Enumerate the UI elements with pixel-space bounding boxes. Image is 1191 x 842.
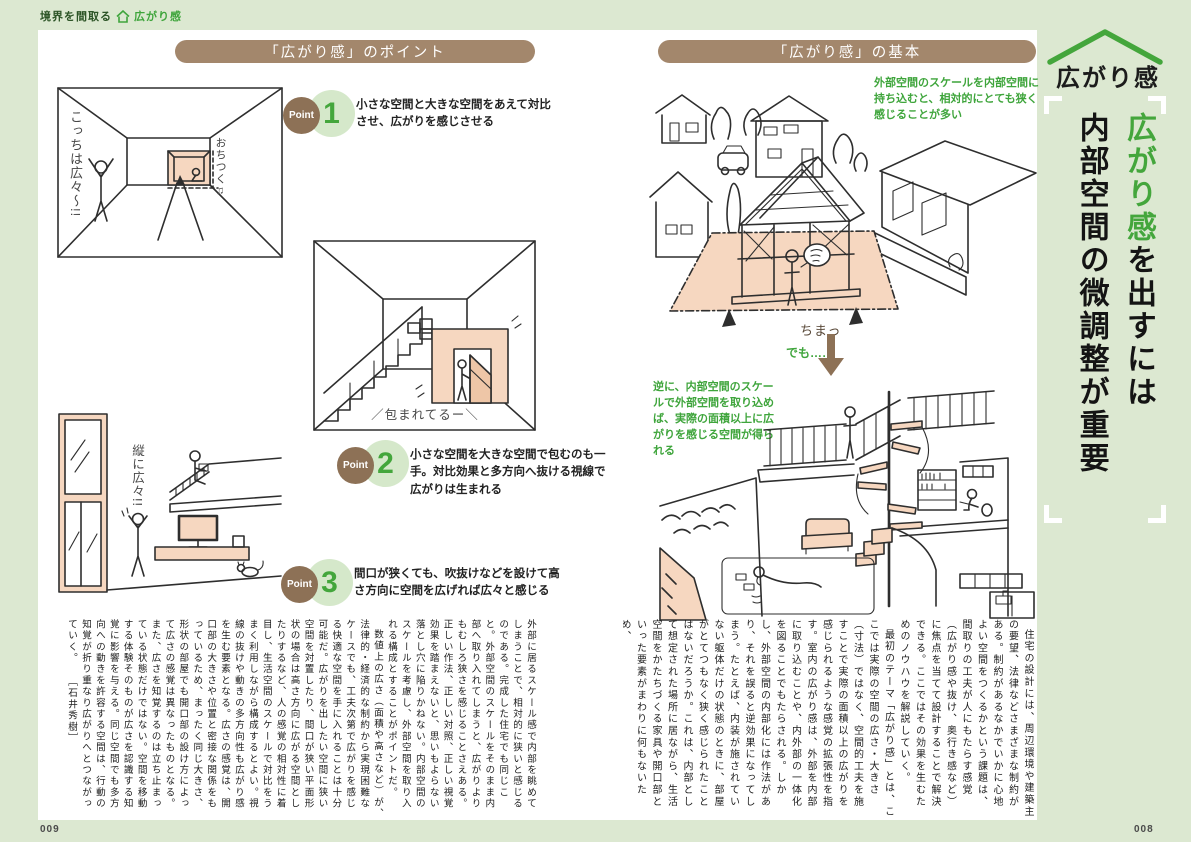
lying-person <box>735 566 822 604</box>
car <box>717 145 749 176</box>
enclosure-box <box>415 315 522 404</box>
illustration-neighborhood <box>649 94 1037 327</box>
sitting-person <box>191 167 203 182</box>
running-header-section: 境界を間取る <box>40 11 112 23</box>
bookshelf <box>917 469 957 511</box>
speech-bubble <box>800 243 831 268</box>
house-icon <box>116 9 130 23</box>
left-page-body-text: 外部に居るスケール感で内部を眺めてしまうことで、相対的に狭いと感じるのである。完… <box>45 619 537 819</box>
page-number-left: 009 <box>40 824 60 835</box>
hand-label-wide-side: こっちは広々〜!! <box>68 110 83 218</box>
right-page-body-text: 住宅の設計には、周辺環境や建築主の要望、法律などさまざまな制約がある。制約がある… <box>623 619 1035 819</box>
point-3-badge: 3 Point <box>281 559 355 609</box>
right-page-banner: 「広がり感」の基本 <box>658 40 1036 63</box>
background-house-leftmid <box>649 171 713 258</box>
background-house-left <box>655 94 711 144</box>
point-3-text: 間口が狭くても、吹抜けなどを設けて高さ方向に空間を広げれば広々と感じる <box>354 568 560 598</box>
sofa <box>801 518 853 555</box>
stretching-person <box>121 507 148 577</box>
upper-floor <box>899 457 1009 617</box>
background-house-right <box>874 140 1037 296</box>
loft <box>169 457 282 513</box>
alcove <box>167 150 219 189</box>
running-header: 境界を間取る 広がり感 <box>40 8 182 24</box>
illustration-vertical-room <box>58 413 282 593</box>
loft-person <box>189 450 209 485</box>
spiral-staircase <box>855 390 930 608</box>
corner-mark-top-right <box>1148 96 1166 114</box>
ground-plane <box>669 230 899 312</box>
garden-foliage <box>659 477 763 621</box>
page-number-right: 008 <box>1134 824 1154 835</box>
illustration-enclosed-room <box>313 240 536 431</box>
balcony <box>757 423 855 483</box>
roof-icon <box>1047 29 1163 65</box>
background-house-center <box>750 95 829 178</box>
balcony-person <box>843 406 857 459</box>
caption-exterior-scale: 外部空間のスケールを内部空間に持ち込むと、相対的にとても狭く感じることが多い <box>874 77 1039 121</box>
reading-person <box>959 488 993 517</box>
headline-line-2: 内部空間の微調整が重要 <box>1074 112 1108 475</box>
arrows-to-alcove <box>157 175 204 241</box>
tall-window <box>58 413 108 593</box>
headline-suffix: を出すには <box>1122 244 1155 409</box>
point-1-badge: 1 Point <box>283 90 357 140</box>
sidebar-headline: 広がり感を出すには 内部空間の微調整が重要 <box>1056 112 1162 512</box>
point-1-label-circle: Point <box>283 97 320 134</box>
point-2-text: 小さな空間を大きな空間で包むのも一手。対比効果と多方向へ抜ける視線で広がりは生ま… <box>410 449 606 496</box>
headline-line-1: 広がり感を出すには <box>1115 112 1162 512</box>
illustration-interior <box>659 390 1035 621</box>
person-in-frame <box>784 249 800 306</box>
sidebar-tab-title: 広がり感 <box>1056 65 1160 92</box>
corner-mark-top-left <box>1044 96 1062 114</box>
tv-cabinet <box>154 514 250 561</box>
pressure-arrows <box>722 307 863 327</box>
headline-accent: 広がり感 <box>1122 112 1155 244</box>
rug <box>721 557 875 615</box>
running-header-topic: 広がり感 <box>134 11 182 23</box>
body-paragraph: 外部に居るスケール感で内部を眺めてしまうことで、相対的に狭いと感じるのである。完… <box>385 619 536 810</box>
down-arrow-icon <box>818 334 844 376</box>
left-page-banner: 「広がり感」のポイント <box>175 40 535 63</box>
hand-label-cozy: おちつく♫ <box>214 137 226 198</box>
corner-mark-bottom-left <box>1044 505 1062 523</box>
person-in-enclosure <box>457 359 470 401</box>
standing-person-arms-up <box>88 158 114 222</box>
window-small <box>962 465 994 478</box>
kitchen <box>959 573 1035 619</box>
trees <box>710 106 868 236</box>
cat <box>236 560 264 578</box>
point-3-label-circle: Point <box>281 566 318 603</box>
caption-interior-scale: 逆に、内部空間のスケールで外部空間を取り込めば、実際の面積以上に広がりを感じる空… <box>653 381 774 457</box>
stair-lower <box>855 527 937 607</box>
hand-label-vertical: 縦に広々!! <box>130 444 144 507</box>
body-paragraph: 数値上の広さ（面積や高さなど）が、法律的・経済的な制約から実現困難なケースでも、… <box>66 619 384 819</box>
body-paragraph: 最初のテーマ「広がり感」とは、ここでは実際の空間の広さ・大きさ（寸法）ではなく、… <box>623 619 894 818</box>
point-2-badge: 2 Point <box>337 440 411 490</box>
upper-railing <box>907 390 995 431</box>
timber-frame-house <box>731 156 865 305</box>
point-1-text: 小さな空間と大きな空間をあえて対比させ、広がりを感じさせる <box>356 99 551 129</box>
demo-label: でも…… <box>786 346 835 360</box>
hand-label-enclosed: ／包まれてるー＼ <box>371 408 479 422</box>
illustration-contrast-room <box>57 87 283 258</box>
corner-mark-bottom-right <box>1148 505 1166 523</box>
body-paragraph: 住宅の設計には、周辺環境や建築主の要望、法律などさまざまな制約がある。制約がある… <box>898 619 1033 818</box>
point-2-label-circle: Point <box>337 447 374 484</box>
